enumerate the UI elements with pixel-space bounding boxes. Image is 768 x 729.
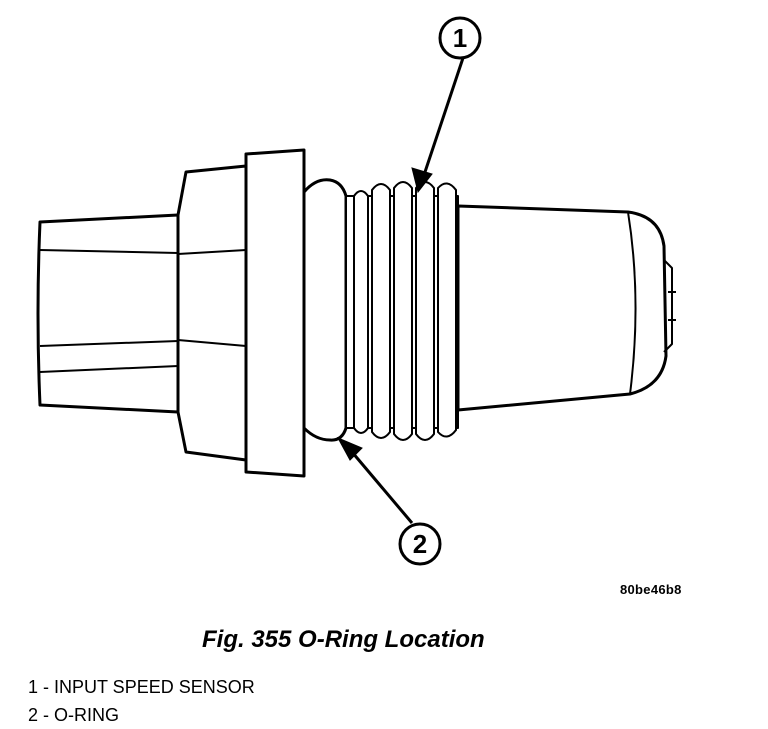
sensor-diagram: 1 2 [36, 16, 676, 566]
hex-body [176, 164, 248, 462]
leader-arrow-2 [336, 436, 414, 524]
threaded-section [345, 181, 459, 441]
legend-item: 2 - O-RING [28, 705, 120, 725]
callout-2: 2 [398, 522, 442, 566]
sensor-nose [456, 204, 676, 412]
leader-arrow-1 [411, 57, 465, 194]
callout-1-number: 1 [453, 23, 467, 53]
figure-code: 80be46b8 [620, 582, 682, 597]
legend: 1 - INPUT SPEED SENSOR 2 - O-RING [28, 673, 255, 729]
legend-item: 1 - INPUT SPEED SENSOR [28, 677, 255, 697]
flange [244, 148, 306, 478]
figure-caption: Fig. 355 O-Ring Location [202, 626, 485, 653]
callout-2-number: 2 [413, 529, 427, 559]
connector-body [36, 213, 180, 414]
callout-1: 1 [438, 16, 482, 60]
o-ring [302, 178, 348, 442]
